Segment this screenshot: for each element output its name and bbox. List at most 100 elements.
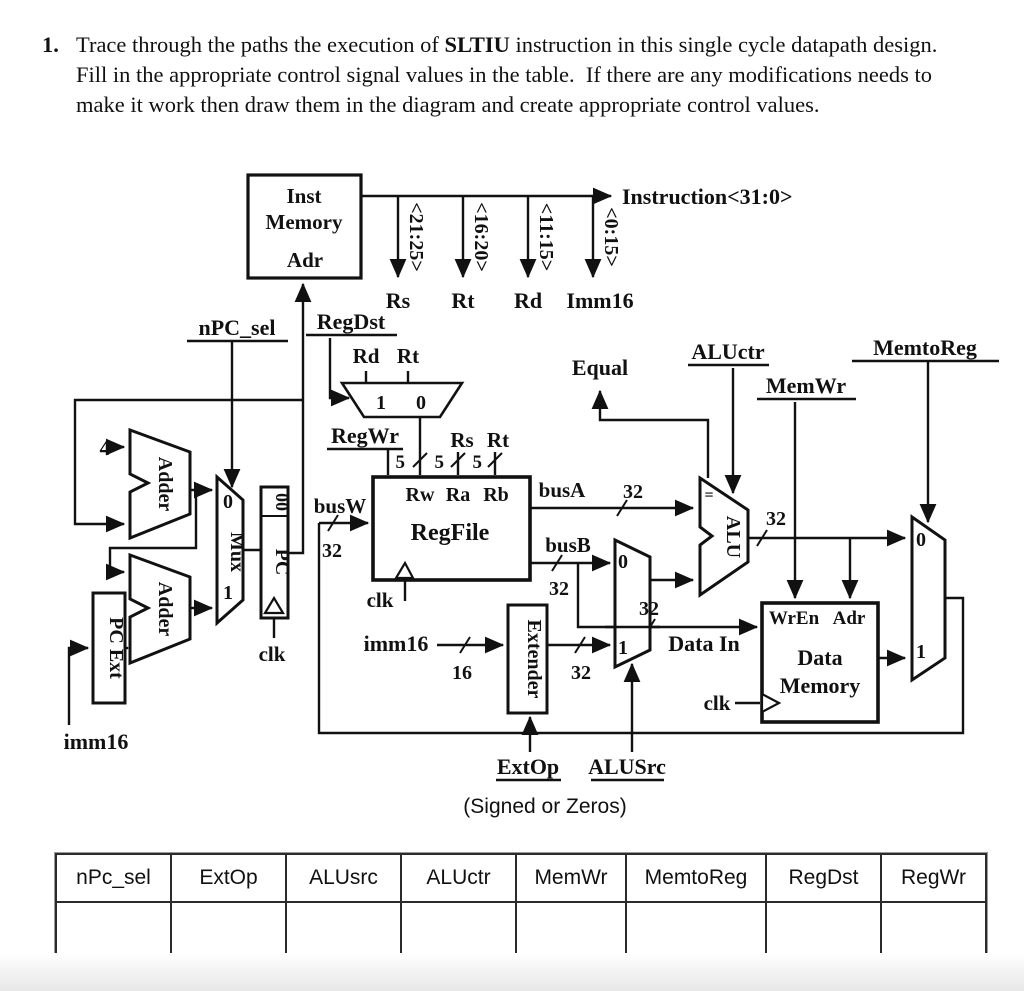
- npc-mux-port-0: 0: [223, 491, 233, 513]
- control-aluctr: ALUctr: [691, 339, 765, 364]
- regfile-label: RegFile: [411, 520, 490, 546]
- control-underlines: [187, 333, 999, 782]
- data-memory-port-adr: Adr: [833, 608, 866, 629]
- adder2-label: Adder: [154, 582, 176, 637]
- header-regwr: RegWr: [880, 853, 987, 903]
- control-memwr: MemWr: [766, 373, 846, 398]
- npc-mux-label: Mux: [226, 532, 248, 572]
- inst-memory-box: [246, 173, 363, 280]
- answer-cell-regwr: [880, 901, 987, 963]
- regdst-mux-port-0: 0: [416, 392, 426, 414]
- header-npc-sel: nPc_sel: [55, 853, 172, 903]
- data-memory-clk-triangle-icon: [760, 692, 782, 714]
- data-memory-box: [760, 601, 880, 724]
- question-instruction-name: SLTIU: [444, 32, 510, 57]
- question-number: 1.: [42, 32, 59, 57]
- busb-label: busB: [545, 533, 591, 557]
- regdst-mux-in-rd: Rd: [353, 344, 380, 368]
- regfile-clk-label: clk: [367, 588, 394, 612]
- regfile-box: [371, 475, 532, 582]
- alu-out-width-32: 32: [766, 508, 786, 530]
- alusrc-mux-port-1: 1: [618, 637, 628, 659]
- inst-memory-title2: Memory: [266, 210, 343, 234]
- header-memwr: MemWr: [515, 853, 627, 903]
- regdst-mux-port-1: 1: [376, 392, 386, 414]
- control-alusrc: ALUSrc: [588, 754, 666, 779]
- field-bits-rs: <21:25>: [405, 202, 427, 271]
- page-bottom-fade: [0, 953, 1024, 991]
- pc-ext-label: PC Ext: [105, 617, 127, 679]
- alu-equal-mark: =: [704, 487, 713, 504]
- inst-memory-title1: Inst: [286, 184, 321, 208]
- busa-label: busA: [539, 478, 587, 502]
- width-5-c: 5: [473, 452, 483, 473]
- pc-clk-label: clk: [259, 642, 286, 666]
- datain-width-32: 32: [639, 598, 659, 620]
- header-regdst: RegDst: [765, 853, 882, 903]
- output-equal: Equal: [572, 355, 628, 380]
- control-npc-sel: nPC_sel: [199, 315, 276, 340]
- extender-box: [506, 603, 549, 715]
- regfile-port-rb: Rb: [483, 484, 509, 506]
- constant-4: 4: [100, 435, 111, 460]
- signed-or-zeros-note: (Signed or Zeros): [463, 795, 626, 818]
- field-name-rs: Rs: [386, 288, 411, 313]
- busa-width-32: 32: [623, 481, 643, 503]
- data-memory-port-wren: WrEn: [769, 608, 820, 629]
- pc-prefix-00: 00: [272, 493, 292, 511]
- npc-mux-port-1: 1: [223, 582, 233, 604]
- field-name-rd: Rd: [514, 288, 542, 313]
- npc-mux: [215, 473, 245, 627]
- answer-cell-memwr: [515, 901, 627, 963]
- question-post: instruction in this single cycle datapat…: [76, 32, 949, 117]
- data-in-label: Data In: [668, 631, 740, 656]
- data-memory-clk-label: clk: [704, 691, 731, 715]
- width-5-a: 5: [396, 452, 406, 473]
- wires: [67, 187, 965, 752]
- header-aluctr: ALUctr: [400, 853, 517, 903]
- imm16-extender-label: imm16: [364, 631, 429, 656]
- inst-memory-port-adr: Adr: [287, 248, 323, 272]
- busw-label: busW: [314, 494, 367, 518]
- question-text: Trace through the paths the execution of…: [76, 30, 962, 120]
- memtoreg-mux: [910, 514, 947, 683]
- control-signal-table: nPc_sel ExtOp ALUsrc ALUctr MemWr MemtoR…: [55, 853, 987, 963]
- busw-width-32: 32: [322, 540, 342, 562]
- extender-out-width-32: 32: [571, 662, 591, 684]
- regdst-mux-in-rt: Rt: [397, 344, 419, 368]
- control-regwr: RegWr: [331, 423, 399, 448]
- alusrc-mux-port-0: 0: [618, 551, 628, 573]
- data-memory-title1: Data: [797, 645, 842, 670]
- busb-width-32: 32: [549, 578, 569, 600]
- memtoreg-mux-port-1: 1: [916, 641, 926, 663]
- field-name-rt: Rt: [451, 288, 475, 313]
- header-extop: ExtOp: [170, 853, 287, 903]
- question-block: 1. Trace through the paths the execution…: [42, 30, 982, 120]
- pc-register-box: [259, 485, 290, 620]
- control-memtoreg: MemtoReg: [873, 335, 977, 360]
- instruction-bus-label: Instruction<31:0>: [622, 184, 793, 209]
- adder1-label: Adder: [154, 457, 176, 512]
- imm16-width-16: 16: [452, 662, 472, 684]
- answer-cell-aluctr: [400, 901, 517, 963]
- imm16-bottom-left-label: imm16: [64, 729, 129, 754]
- regfile-clk-triangle-icon: [394, 560, 415, 580]
- alu-label: ALU: [722, 516, 744, 558]
- field-name-imm16: Imm16: [566, 288, 633, 313]
- regdst-mux: [339, 381, 465, 419]
- data-memory-title2: Memory: [780, 673, 861, 698]
- regfile-rs-label: Rs: [450, 428, 473, 452]
- control-regdst: RegDst: [317, 309, 386, 334]
- regfile-port-ra: Ra: [446, 484, 470, 506]
- header-memtoreg: MemtoReg: [625, 853, 767, 903]
- regfile-port-rw: Rw: [406, 484, 435, 506]
- pc-label: PC: [271, 549, 293, 576]
- table-header-row: nPc_sel ExtOp ALUsrc ALUctr MemWr MemtoR…: [55, 853, 987, 903]
- memtoreg-mux-port-0: 0: [916, 529, 926, 551]
- question-pre: Trace through the paths the execution of: [76, 32, 445, 57]
- regfile-rt-label: Rt: [487, 428, 509, 452]
- pc-ext-box: [91, 591, 127, 705]
- adder-pc-plus-4: [128, 427, 192, 541]
- adder-branch: [128, 552, 192, 666]
